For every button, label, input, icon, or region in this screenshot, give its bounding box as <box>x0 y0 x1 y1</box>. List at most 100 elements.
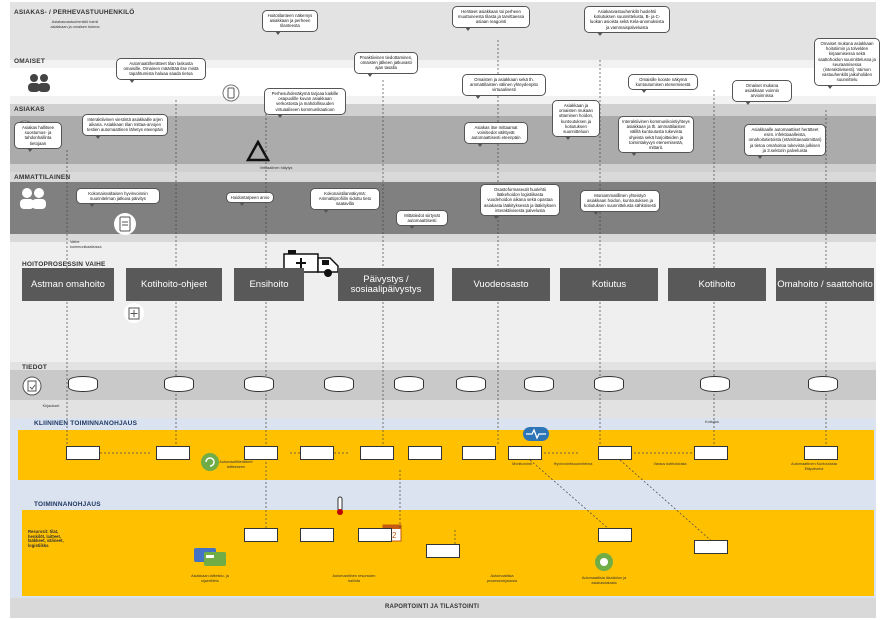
data-store <box>394 376 424 392</box>
lane-data-title: TIEDOT <box>22 364 48 371</box>
lane-ops-title: TOIMINNANOHJAUS <box>34 501 101 508</box>
recycle-icon <box>200 452 220 472</box>
data-store <box>594 376 624 392</box>
ops-process-box <box>598 528 632 542</box>
bubble-status-view: Hoitotilanteen näkemys asiakkaan ja perh… <box>262 10 318 35</box>
ops-process-box <box>300 528 334 542</box>
bubble-change-alerts: Heräteet asiakkaan tai perheen muuttunee… <box>452 6 530 31</box>
lane-professionals-title: AMMATTILAINEN <box>14 174 71 181</box>
bubble-interactive-rehab: Interaktiivinen kommunikointiyhteys asia… <box>618 116 694 157</box>
bubble-pharmacy-logistics: Osastoformaseutit huolehtii lääkehoidon … <box>480 184 560 220</box>
lane-phase <box>10 242 876 362</box>
lane-data-band <box>10 370 876 400</box>
ops-process-box <box>244 528 278 542</box>
clinical-process-box <box>408 446 442 460</box>
clinical-process-box <box>360 446 394 460</box>
relatives-icon <box>26 72 52 94</box>
bubble-self-measured-data: Asiakas itse mittaamat voinitiedot välit… <box>464 122 528 147</box>
bubble-family-view: Perhesuhdenäkymä tarjoaa kaikille osapuo… <box>264 88 346 118</box>
phase-selfcare-palliative[interactable]: Omahoito / saattohoito <box>776 268 874 301</box>
clinical-process-box <box>300 446 334 460</box>
bubble-involvement: Asiakkaan ja omaisten mukaan ottaminen h… <box>552 100 600 141</box>
note-auto-device: Automaattiherätteet laitteeseen <box>219 460 253 469</box>
phase-homecare-instructions[interactable]: Kotihoito-ohjeet <box>126 268 222 301</box>
bubble-relatives-care-team: Omaiset mukana asiakkaan hoitotiimin ja … <box>814 38 880 89</box>
bubble-interactive-messaging: Interaktiivinen viestintä asiakkaille ar… <box>82 114 168 139</box>
bubble-relatives-assessment: Omaiset mukana asiakkaan voinnin arvioin… <box>732 80 792 105</box>
ops-process-box <box>358 528 392 542</box>
bubble-proactive-info: Proaktiivinen tiedottaminen, omaisten jä… <box>354 52 418 77</box>
phase-asthma-selfcare[interactable]: Astman omahoito <box>22 268 114 301</box>
clinical-process-box <box>598 446 632 460</box>
medical-kit-icon <box>124 302 144 324</box>
note-homecare-booking: Varaus kotihoidosta <box>653 462 687 466</box>
professionals-icon <box>18 186 48 210</box>
svg-text:12: 12 <box>388 531 397 540</box>
bubble-virtual-contact: Omaisten ja asiakkaan sekä th. ammattila… <box>462 74 546 99</box>
phone-icon <box>222 84 240 102</box>
note-presence-data: Automaattisia läsnäolon ja asiakasdatast… <box>581 576 627 585</box>
lane-clinical <box>18 430 874 480</box>
phase-ward[interactable]: Vuodeosasto <box>452 268 550 301</box>
data-store <box>808 376 838 392</box>
bubble-consent-management: Asiakas hallitsee suostumus- ja tahdonha… <box>14 122 62 152</box>
data-store <box>68 376 98 392</box>
ops-process-box <box>694 540 728 554</box>
warning-triangle-icon <box>246 140 270 162</box>
lane-phase-title: HOITOPROSESSIN VAIHE <box>22 261 106 268</box>
phase-emergency-care[interactable]: Ensihoito <box>234 268 304 301</box>
thermometer-icon <box>334 496 346 516</box>
clinical-process-box <box>508 446 542 460</box>
phase-homecare[interactable]: Kotihoito <box>668 268 766 301</box>
note-wellbeing-plan: Hyvinvointisuunnitelma <box>553 462 593 466</box>
bubble-discharge-planning: Asiakasvastuuhenkilö huolehtii kotiutuks… <box>584 6 670 36</box>
note-discharge: Kotiutus <box>705 420 719 424</box>
data-store <box>524 376 554 392</box>
clinical-process-box <box>156 446 190 460</box>
clipboard-icon <box>114 212 136 236</box>
clinical-process-box <box>804 446 838 460</box>
resources-text: Resurssit: tilat, henkilöt, laitteet, lä… <box>28 529 64 548</box>
ops-process-box <box>426 544 460 558</box>
lane-clinical-title: KLIININEN TOIMINNANOHJAUS <box>34 420 138 427</box>
note-phase-comm: Vaihe kommunikaatiossa <box>70 240 102 249</box>
process-icon <box>594 552 614 572</box>
bubble-measurements-transfer: Mittatiedot siirtyvät automaattisesti <box>396 210 448 230</box>
lane-families-subtitle: Asiakasvastuuhenkilö toimii asiakkaan ja… <box>50 20 100 29</box>
data-store <box>456 376 486 392</box>
lane-families-title: ASIAKAS- / PERHEVASTUUHENKILÖ <box>14 9 135 16</box>
note-client-device: Asiakkaan laitteisto- ja sijaintitieto <box>191 574 229 583</box>
ambulance-icon <box>282 248 340 278</box>
note-monitoring: Monitorointi <box>512 462 532 466</box>
phase-emergency-dept[interactable]: Päivystys / sosiaalipäivystys <box>338 268 434 301</box>
note-process-control: Automaattisia prosessiohjauksia <box>486 574 518 583</box>
lane-client-title: ASIAKAS <box>14 106 45 113</box>
lane-relatives-title: OMAISET <box>14 58 46 65</box>
data-store <box>164 376 194 392</box>
data-icon <box>22 376 42 396</box>
data-store <box>244 376 274 392</box>
data-store <box>324 376 354 392</box>
bubble-multiprofessional: Moniammatillinen yhteistyö asiakkaan hoi… <box>580 190 660 215</box>
bubble-care-need-assessment: Hoidontarpeen arvio <box>226 192 274 207</box>
clinical-process-box <box>462 446 496 460</box>
note-virtual-alarm: Virtuaalinen hälytys <box>259 166 293 170</box>
lane-families <box>10 2 876 60</box>
bubble-client-alerts: Asiakkaalle automaattiset herätteet esim… <box>744 124 826 160</box>
clinical-process-box <box>694 446 728 460</box>
lane-footer <box>10 598 876 618</box>
note-auto-rehab: Automaattinen Kuntoutusta Etäpalvelut <box>791 462 837 471</box>
footer-title: RAPORTOINTI JA TILASTOINTI <box>385 604 480 610</box>
clinical-process-box <box>244 446 278 460</box>
note-entries: Kirjaukset <box>42 404 60 408</box>
data-store <box>700 376 730 392</box>
heart-monitor-icon <box>522 426 550 442</box>
note-resource-mgmt: Automaattinen resurssien hallinta <box>332 574 376 583</box>
payment-cards-icon <box>192 544 230 568</box>
phase-discharge[interactable]: Kotiutus <box>560 268 658 301</box>
bubble-overall-view: Kokonaistilannäkymä: Ammattiprofiilin si… <box>310 188 380 213</box>
bubble-rehab-progress: Omaisille kooste näkymä kuntoutumisen et… <box>628 74 698 94</box>
bubble-wellbeing-plan: Kokonaisvaltaisen hyvinvoinnin suunnitel… <box>76 188 160 208</box>
bubble-auto-alerts-relatives: Automaattiherätteet tilan laskusta omais… <box>116 58 206 83</box>
clinical-process-box <box>66 446 100 460</box>
